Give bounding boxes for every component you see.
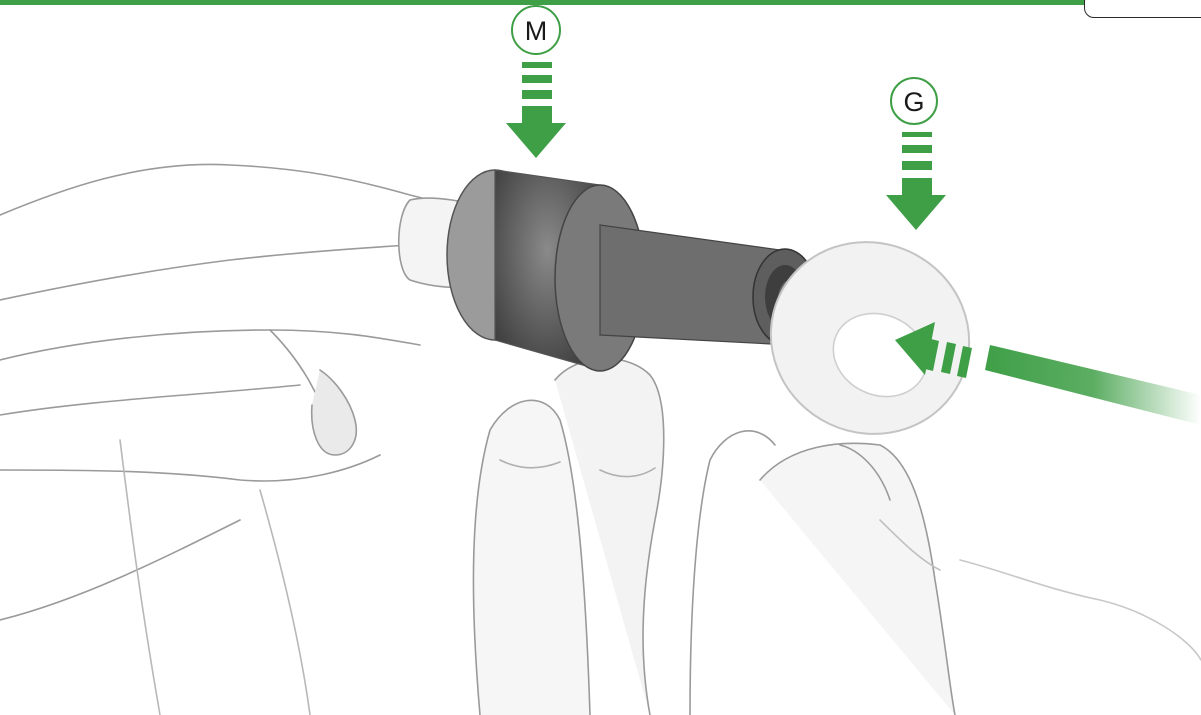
left-hand-sketch	[0, 164, 520, 715]
callout-g: G	[891, 78, 937, 124]
callout-label-m: M	[525, 16, 548, 46]
callout-m: M	[512, 6, 560, 54]
down-arrow-m	[506, 62, 566, 158]
flanged-bushing-part	[447, 170, 817, 371]
down-arrow-g	[886, 132, 946, 230]
flat-washer-part	[739, 210, 1001, 467]
callout-label-g: G	[903, 87, 924, 117]
